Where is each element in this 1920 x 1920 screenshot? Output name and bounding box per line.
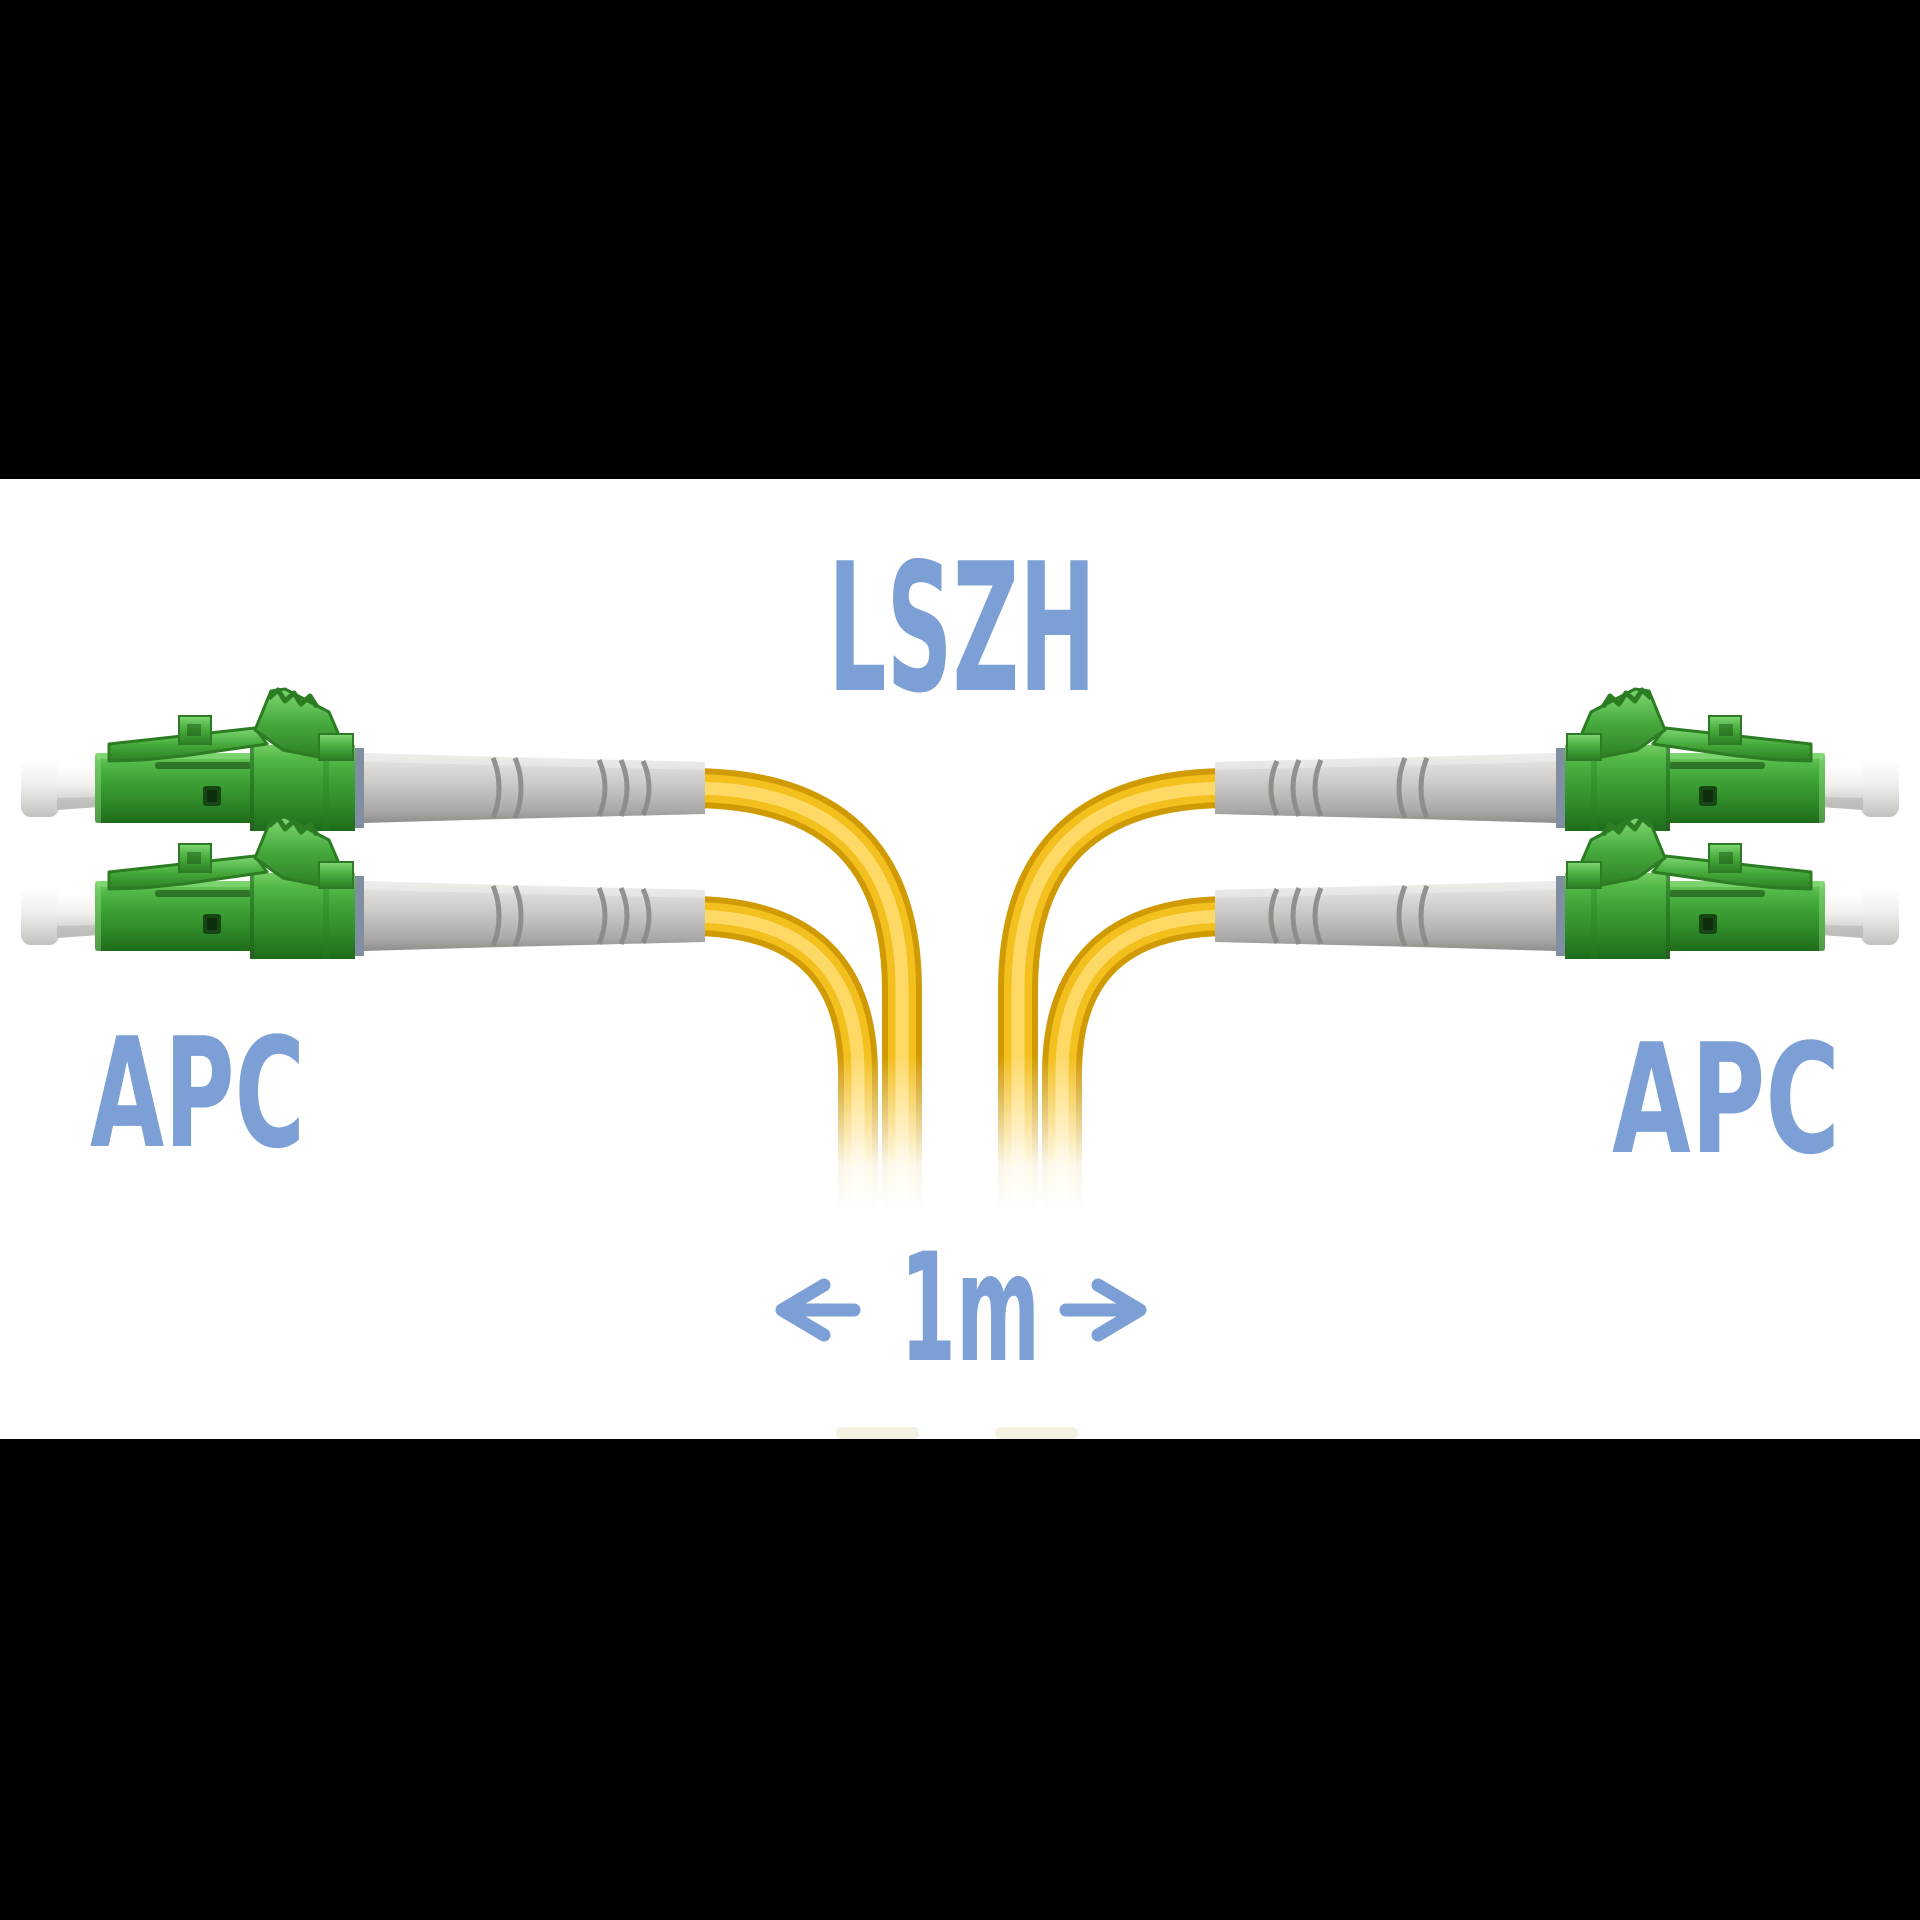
cable-end-stub [836,1427,919,1439]
fiber-cable-bottom-right [1042,896,1231,1255]
left-arrow-icon [775,1278,861,1342]
fiber-cable-top-right [998,768,1231,1255]
right-polish-label: APC [1612,1011,1840,1188]
bottom-letterbox [0,1439,1920,1920]
fiber-cable-bottom-left [689,896,878,1255]
top-letterbox [0,0,1920,479]
cable-fade-overlay [770,1055,1210,1255]
cable-end-stub [995,1427,1078,1439]
right-arrow-icon [1059,1278,1147,1342]
fiber-cable-top-left [689,768,922,1255]
left-polish-label: APC [90,1005,305,1182]
jacket-type-label: LSZH [828,525,1096,732]
cable-length-label: 1m [900,1222,1040,1396]
